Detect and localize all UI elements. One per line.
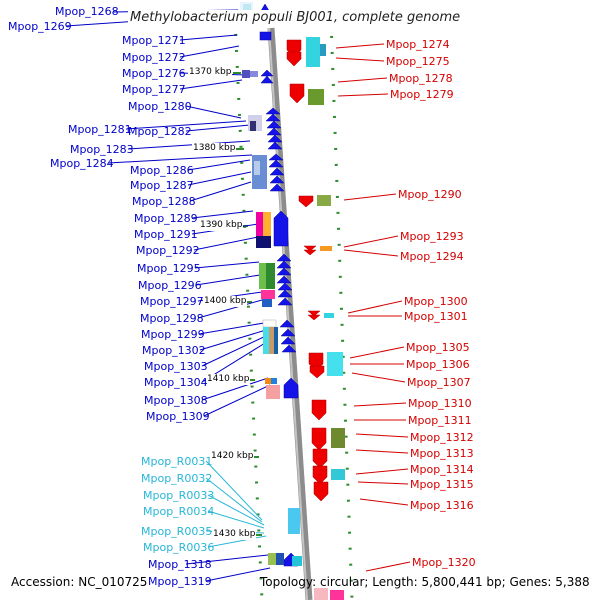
kbp-label-1420: 1420 kbp: [210, 451, 255, 462]
kbp-label-1410: 1410 kbp: [206, 374, 251, 385]
gene-label-mpop-1284[interactable]: Mpop_1284: [50, 157, 114, 170]
kbp-label-1400: 1400 kbp: [203, 296, 248, 307]
forward-strand-genes: [258, 3, 299, 567]
gene-label-mpop-1291[interactable]: Mpop_1291: [134, 228, 198, 241]
gene-label-mpop-1276[interactable]: Mpop_1276: [122, 67, 186, 80]
gene-label-mpop-1296[interactable]: Mpop_1296: [138, 279, 202, 292]
kbp-label-1390: 1390 kbp: [199, 220, 244, 231]
gene-label-mpop-1271[interactable]: Mpop_1271: [122, 34, 186, 47]
gene-label-mpop-1302[interactable]: Mpop_1302: [142, 344, 206, 357]
gene-label-mpop-1318[interactable]: Mpop_1318: [148, 558, 212, 571]
gene-label-mpop-r0032[interactable]: Mpop_R0032: [141, 472, 213, 485]
gene-label-mpop-1306[interactable]: Mpop_1306: [406, 358, 470, 371]
gene-label-mpop-r0033[interactable]: Mpop_R0033: [143, 489, 215, 502]
left-dotted-track: [233, 17, 264, 600]
reverse-strand-genes: [286, 39, 329, 502]
gene-label-mpop-1312[interactable]: Mpop_1312: [410, 431, 474, 444]
gene-label-mpop-1290[interactable]: Mpop_1290: [398, 188, 462, 201]
gene-label-mpop-1292[interactable]: Mpop_1292: [136, 244, 200, 257]
accession-text: Accession: NC_010725: [9, 575, 150, 589]
gene-label-mpop-1305[interactable]: Mpop_1305: [406, 341, 470, 354]
kbp-label-1430: 1430 kbp: [212, 529, 257, 540]
gene-label-mpop-1308[interactable]: Mpop_1308: [144, 394, 208, 407]
gene-label-mpop-1319[interactable]: Mpop_1319: [148, 575, 212, 588]
gene-label-mpop-1313[interactable]: Mpop_1313: [410, 447, 474, 460]
gene-label-mpop-1286[interactable]: Mpop_1286: [130, 164, 194, 177]
gene-label-mpop-1298[interactable]: Mpop_1298: [140, 312, 204, 325]
gene-label-mpop-1293[interactable]: Mpop_1293: [400, 230, 464, 243]
gene-label-mpop-1297[interactable]: Mpop_1297: [140, 295, 204, 308]
gene-label-mpop-r0035[interactable]: Mpop_R0035: [141, 525, 213, 538]
gene-label-mpop-1300[interactable]: Mpop_1300: [404, 295, 468, 308]
gene-label-mpop-1280[interactable]: Mpop_1280: [128, 100, 192, 113]
gene-label-mpop-1309[interactable]: Mpop_1309: [146, 410, 210, 423]
gene-label-mpop-1283[interactable]: Mpop_1283: [70, 143, 134, 156]
gene-label-mpop-1272[interactable]: Mpop_1272: [122, 51, 186, 64]
gene-label-mpop-1316[interactable]: Mpop_1316: [410, 499, 474, 512]
gene-label-mpop-1287[interactable]: Mpop_1287: [130, 179, 194, 192]
gene-label-mpop-1310[interactable]: Mpop_1310: [408, 397, 472, 410]
gene-label-mpop-1303[interactable]: Mpop_1303: [144, 360, 208, 373]
gene-label-mpop-1307[interactable]: Mpop_1307: [407, 376, 471, 389]
gene-label-mpop-1278[interactable]: Mpop_1278: [389, 72, 453, 85]
gene-label-mpop-1320[interactable]: Mpop_1320: [412, 556, 476, 569]
gene-label-mpop-1301[interactable]: Mpop_1301: [404, 310, 468, 323]
gene-label-mpop-1279[interactable]: Mpop_1279: [390, 88, 454, 101]
gene-label-mpop-1269[interactable]: Mpop_1269: [8, 20, 72, 33]
gene-label-mpop-1299[interactable]: Mpop_1299: [141, 328, 205, 341]
gene-label-mpop-r0031[interactable]: Mpop_R0031: [141, 455, 213, 468]
gene-label-mpop-1289[interactable]: Mpop_1289: [134, 212, 198, 225]
map-title: Methylobacterium populi BJ001, complete …: [128, 10, 463, 25]
gene-label-mpop-1304[interactable]: Mpop_1304: [144, 376, 208, 389]
gene-label-mpop-1281[interactable]: Mpop_1281: [68, 123, 132, 136]
gene-label-mpop-1268[interactable]: Mpop_1268: [55, 5, 119, 18]
gene-label-mpop-1274[interactable]: Mpop_1274: [386, 38, 450, 51]
gene-label-mpop-1288[interactable]: Mpop_1288: [132, 195, 196, 208]
gene-label-mpop-1275[interactable]: Mpop_1275: [386, 55, 450, 68]
gene-label-mpop-1315[interactable]: Mpop_1315: [410, 478, 474, 491]
genome-summary-text: Topology: circular; Length: 5,800,441 bp…: [260, 575, 590, 589]
gene-label-mpop-1295[interactable]: Mpop_1295: [137, 262, 201, 275]
gene-label-mpop-1282[interactable]: Mpop_1282: [128, 125, 192, 138]
gene-label-mpop-1314[interactable]: Mpop_1314: [410, 463, 474, 476]
gene-label-mpop-1277[interactable]: Mpop_1277: [122, 83, 186, 96]
gene-label-mpop-1294[interactable]: Mpop_1294: [400, 250, 464, 263]
gene-label-mpop-r0034[interactable]: Mpop_R0034: [143, 505, 215, 518]
gene-label-mpop-1311[interactable]: Mpop_1311: [408, 414, 472, 427]
right-dotted-track: [329, 19, 354, 600]
feature-blocks: [240, 2, 345, 600]
right-connector-lines: [335, 43, 411, 572]
kbp-label-1370: 1370 kbp: [188, 67, 233, 78]
kbp-label-1380: 1380 kbp: [192, 143, 237, 154]
gene-label-mpop-r0036[interactable]: Mpop_R0036: [143, 541, 215, 554]
